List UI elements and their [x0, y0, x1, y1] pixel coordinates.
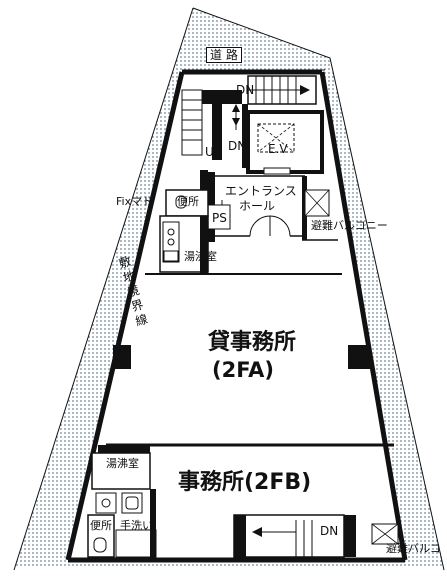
bottom-stairs — [233, 514, 356, 558]
office-2fb-label: 事務所(2FB) — [178, 470, 312, 495]
column — [348, 345, 370, 369]
entrance-label: エントランス — [225, 184, 297, 198]
balcony-label-top: 避難バルコニー — [311, 219, 388, 232]
balcony-top — [302, 189, 338, 241]
site-boundary-line-left — [13, 7, 194, 571]
ps-label: PS — [212, 211, 227, 225]
hall-label: ホール — [239, 199, 276, 213]
road-label: 道 路 — [206, 47, 242, 63]
stairs-dn-mid: DN — [228, 139, 247, 153]
lower-service-block — [87, 452, 157, 558]
elevator-shaft — [246, 110, 324, 175]
washbasin-label: 手洗い — [120, 519, 153, 532]
toilet-label-top: 便所 — [177, 195, 199, 208]
core-wall — [212, 104, 222, 160]
core-wall — [242, 104, 248, 168]
stairs-up-label: UP — [205, 145, 222, 159]
site-boundary-line — [192, 7, 445, 571]
elevator-label: E.V — [268, 142, 288, 156]
outer-wall-right — [319, 71, 408, 561]
stairs-dn-top: DN — [236, 83, 255, 97]
outer-wall-left — [65, 71, 185, 561]
balcony-bottom — [371, 523, 399, 545]
balcony-label-bottom: 避難バルコ — [386, 542, 441, 555]
toilet-label-bottom: 便所 — [90, 519, 112, 532]
kitchen-label-top: 湯沸室 — [184, 250, 217, 263]
left-stairs — [181, 89, 242, 156]
office-2fa-name: 貸事務所 — [208, 330, 297, 355]
column — [113, 345, 131, 369]
stairs-dn-bottom: DN — [320, 524, 339, 538]
office-2fa-unit: (2FA) — [212, 358, 274, 382]
upper-service-block — [159, 170, 209, 274]
column — [98, 445, 150, 453]
top-stairs — [247, 75, 317, 105]
fix-window-label: Fixマド — [116, 195, 154, 208]
kitchen-label-bottom: 湯沸室 — [106, 457, 139, 470]
